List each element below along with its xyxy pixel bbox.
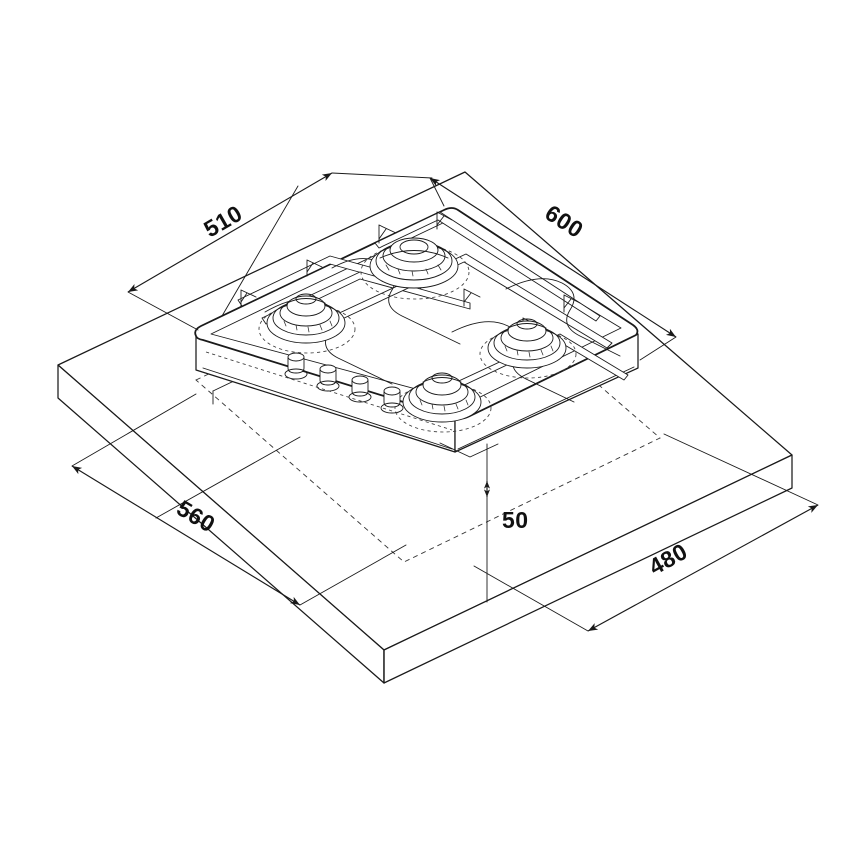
- dimension-480-ext-b: [663, 433, 819, 506]
- dimension-600-ext-b: [429, 177, 445, 207]
- burner-front-cap: [422, 374, 462, 396]
- knob-2-top[interactable]: [319, 364, 337, 374]
- burner-front-cap-knob: [431, 372, 453, 384]
- knob-4[interactable]: [380, 386, 404, 414]
- knob-1[interactable]: [284, 352, 308, 380]
- dimension-510-ext-a: [331, 172, 433, 179]
- burner-left-highlight: [286, 298, 326, 304]
- burner-rear-flame-ports: [385, 264, 442, 277]
- dimension-560-tick: [155, 436, 301, 519]
- burner-left-flame-ports: [283, 320, 333, 333]
- burner-left: [258, 293, 356, 354]
- dimension-560-ext-b: [299, 544, 407, 606]
- dimension-480-line: [587, 504, 819, 632]
- control-knobs: [284, 352, 404, 414]
- gas-hob: [194, 207, 639, 458]
- burner-left-cap-knob: [295, 293, 317, 305]
- burner-left-cap: [286, 295, 326, 317]
- dimension-600-line: [429, 177, 677, 338]
- hob-bottom-edge-right: [457, 366, 635, 450]
- burner-front-highlight: [422, 377, 462, 383]
- knob-1-collar: [284, 368, 308, 380]
- dimension-560-ext-a: [71, 393, 197, 467]
- dimension-50: 50: [483, 443, 529, 603]
- dimension-600-ext-a: [639, 336, 677, 361]
- knob-1-top[interactable]: [287, 352, 305, 362]
- hob-skirt-hidden-line: [205, 351, 453, 431]
- grate-leg-3: [378, 224, 397, 244]
- dimension-480-ext-a: [473, 565, 589, 632]
- hob-bottom-edge-left: [202, 367, 453, 450]
- knob-2[interactable]: [316, 364, 340, 392]
- burner-right-cap: [507, 320, 547, 342]
- dimension-510-tick: [221, 185, 299, 317]
- knob-4-collar: [380, 402, 404, 414]
- burner-front-flame-ports: [419, 399, 469, 412]
- burner-rear-cap-inner: [399, 239, 429, 255]
- dimension-510-ext-b: [127, 291, 199, 331]
- burner-rear-cap: [389, 237, 439, 263]
- hob-front-tab: [439, 442, 499, 458]
- knob-3[interactable]: [348, 375, 372, 403]
- dimension-560-line: [71, 465, 301, 606]
- dimension-50-label: 50: [502, 507, 529, 533]
- dimension-510-line: [127, 172, 333, 293]
- knob-3-top[interactable]: [351, 375, 369, 385]
- knob-4-top[interactable]: [383, 386, 401, 396]
- burner-front: [394, 372, 492, 433]
- burner-right-flame-ports: [504, 345, 554, 358]
